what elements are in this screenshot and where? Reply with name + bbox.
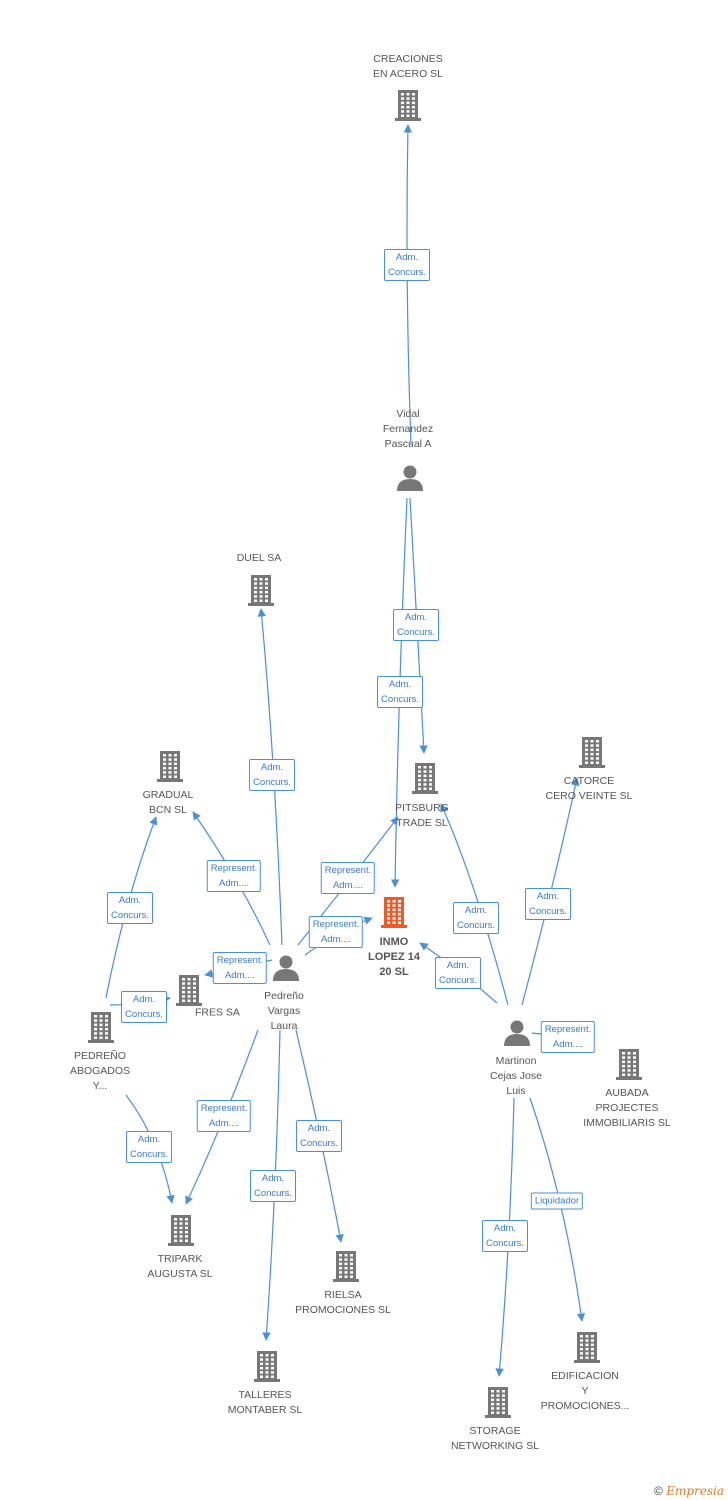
building-icon[interactable] [157, 751, 183, 782]
relation-label[interactable]: Adm. Concurs. [125, 1131, 173, 1163]
copyright-symbol: © [654, 1484, 663, 1498]
building-icon[interactable] [616, 1049, 642, 1080]
building-icon[interactable] [248, 575, 274, 606]
company-name-label[interactable]: CREACIONES EN ACERO SL [372, 53, 444, 80]
relation-label[interactable]: Represent. Adm.... [540, 1021, 596, 1053]
company-name-label[interactable]: CATORCE CERO VEINTE SL [545, 775, 633, 802]
building-icon[interactable] [176, 975, 202, 1006]
edge-martinon-to-catorce [521, 777, 580, 1006]
relation-label[interactable]: Represent. Adm.... [212, 952, 268, 984]
relation-label[interactable]: Adm. Concurs. [295, 1120, 343, 1152]
company-name-label[interactable]: FRES SA [195, 1006, 240, 1019]
relation-label[interactable]: Adm. Concurs. [120, 991, 168, 1023]
building-icon[interactable] [579, 737, 605, 768]
edge-martinon-to-edificacion [529, 1097, 586, 1322]
person-icon[interactable] [273, 955, 299, 982]
building-icon[interactable] [485, 1387, 511, 1418]
company-name-label[interactable]: INMO LOPEZ 14 20 SL [368, 936, 420, 978]
company-name-label[interactable]: RIELSA PROMOCIONES SL [295, 1289, 391, 1316]
relation-label[interactable]: Adm. Concurs. [249, 1170, 297, 1202]
building-icon[interactable] [412, 763, 438, 794]
company-name-label[interactable]: TALLERES MONTABER SL [227, 1389, 303, 1416]
company-name-label[interactable]: PITSBURG TRADE SL [395, 802, 449, 829]
edge-vidal-to-creaciones [403, 124, 413, 446]
edge-martinon-to-pitsburg [440, 803, 509, 1006]
relation-label[interactable]: Adm. Concurs. [392, 609, 440, 641]
building-icon[interactable] [333, 1251, 359, 1282]
copyright-notice: © Empresia [654, 1484, 724, 1498]
relation-label[interactable]: Adm. Concurs. [106, 892, 154, 924]
brand-logo: Empresia [666, 1484, 724, 1498]
building-icon[interactable] [88, 1012, 114, 1043]
relation-label[interactable]: Liquidador [530, 1192, 584, 1210]
relation-label[interactable]: Adm. Concurs. [434, 957, 482, 989]
relation-label[interactable]: Adm. Concurs. [376, 676, 424, 708]
relation-label[interactable]: Represent. Adm.... [320, 862, 376, 894]
person-name-label[interactable]: Martinon Cejas Jose Luis [490, 1055, 542, 1097]
person-icon[interactable] [397, 465, 423, 492]
company-name-label[interactable]: EDIFICACION Y PROMOCIONES... [540, 1370, 630, 1412]
building-icon[interactable] [254, 1351, 280, 1382]
building-icon[interactable] [168, 1215, 194, 1246]
relation-label[interactable]: Adm. Concurs. [481, 1220, 529, 1252]
company-name-label[interactable]: DUEL SA [236, 552, 282, 564]
company-name-label[interactable]: PEDREÑO ABOGADOS Y... [69, 1050, 131, 1092]
building-icon[interactable] [574, 1332, 600, 1363]
relation-label[interactable]: Represent. Adm.... [206, 860, 262, 892]
relation-label[interactable]: Adm. Concurs. [524, 888, 572, 920]
building-icon[interactable] [381, 897, 407, 928]
company-name-label[interactable]: STORAGE NETWORKING SL [450, 1425, 540, 1452]
relation-label[interactable]: Adm. Concurs. [248, 759, 296, 791]
person-name-label[interactable]: Vidal Fernandez Pascual A [382, 408, 434, 450]
person-icon[interactable] [504, 1020, 530, 1047]
relation-label[interactable]: Represent. Adm.... [196, 1100, 252, 1132]
company-name-label[interactable]: GRADUAL BCN SL [142, 789, 194, 816]
person-name-label[interactable]: Pedreño Vargas Laura [264, 990, 304, 1032]
company-name-label[interactable]: AUBADA PROJECTES IMMOBILIARIS SL [583, 1087, 671, 1129]
building-icon[interactable] [395, 90, 421, 121]
relation-label[interactable]: Adm. Concurs. [452, 902, 500, 934]
company-name-label[interactable]: TRIPARK AUGUSTA SL [147, 1253, 213, 1280]
relation-label[interactable]: Represent. Adm.... [308, 916, 364, 948]
relation-label[interactable]: Adm. Concurs. [383, 249, 431, 281]
